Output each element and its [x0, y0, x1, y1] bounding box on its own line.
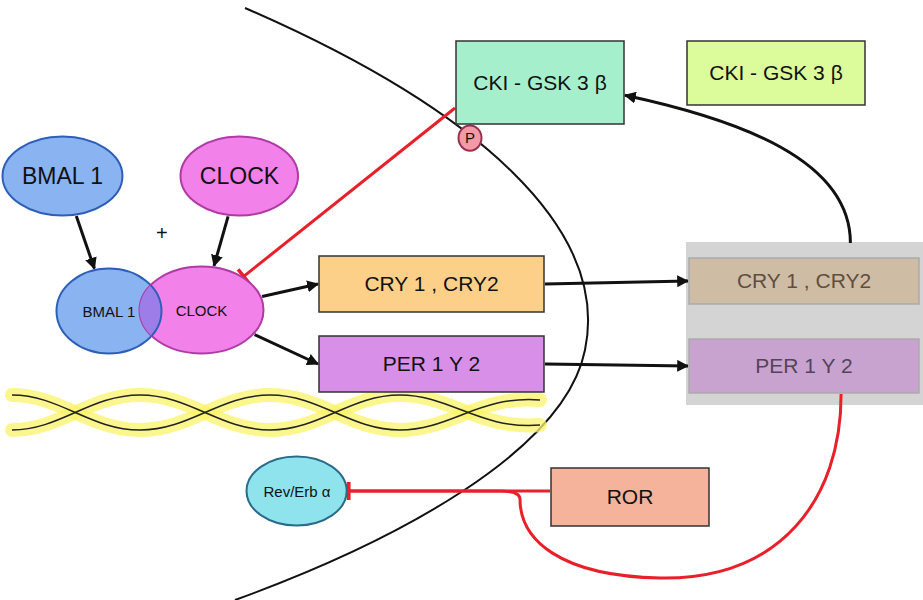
arrow-connector — [76, 216, 94, 269]
gene-box: CRY 1 , CRY2 — [318, 255, 545, 313]
arrow-connector — [255, 335, 318, 364]
arrow-connector — [262, 284, 318, 297]
node-label: P — [465, 129, 475, 146]
kinase-box: CKI - GSK 3 β — [455, 40, 625, 125]
box-outline — [687, 41, 865, 105]
box-outline — [689, 339, 919, 393]
cytoplasm-panel — [686, 242, 923, 405]
dna-helix — [12, 395, 540, 430]
protein-circle: BMAL 1 — [1, 135, 124, 217]
protein-circle: CLOCK — [179, 135, 300, 217]
protein-box: CRY 1 , CRY2 — [688, 257, 920, 305]
ellipse-outline — [247, 457, 347, 526]
inhibition-line — [349, 394, 841, 578]
node-label: CKI - GSK 3 β — [473, 71, 606, 95]
node-label: CLOCK — [200, 163, 279, 190]
arrow-connector — [625, 95, 850, 243]
ellipse-outline — [459, 125, 482, 150]
ellipse-outline — [57, 269, 162, 354]
node-label: CRY 1 , CRY2 — [737, 269, 871, 293]
ellipse-outline — [181, 137, 299, 216]
node-label: BMAL 1 — [22, 163, 103, 190]
complex-circle: CLOCK — [138, 265, 265, 355]
box-outline — [319, 256, 544, 312]
arrow-connector — [214, 216, 228, 266]
receptor-circle: Rev/Erb α — [245, 455, 348, 527]
overlap-region — [57, 269, 162, 354]
node-label: BMAL 1 — [83, 303, 136, 320]
node-label: PER 1 Y 2 — [383, 352, 480, 376]
node-label: Rev/Erb α — [263, 483, 330, 500]
node-label: CKI - GSK 3 β — [709, 61, 842, 85]
receptor-box: ROR — [550, 467, 710, 527]
arrow-connector — [545, 281, 688, 284]
arrow-connector — [545, 364, 688, 366]
box-outline — [456, 41, 624, 124]
node-label: CRY 1 , CRY2 — [364, 272, 498, 296]
phosphate-circle: P — [457, 124, 483, 152]
node-label: PER 1 Y 2 — [755, 354, 852, 378]
kinase-box: CKI - GSK 3 β — [686, 40, 866, 106]
node-label: CLOCK — [176, 302, 228, 319]
box-outline — [551, 468, 709, 526]
ellipse-outline — [3, 137, 123, 216]
inhibition-line — [349, 490, 550, 493]
box-outline — [319, 336, 544, 392]
node-label: ROR — [607, 485, 654, 509]
gene-box: PER 1 Y 2 — [318, 335, 545, 393]
box-outline — [689, 258, 919, 304]
plus-sign: + — [156, 222, 168, 245]
protein-box: PER 1 Y 2 — [688, 338, 920, 394]
